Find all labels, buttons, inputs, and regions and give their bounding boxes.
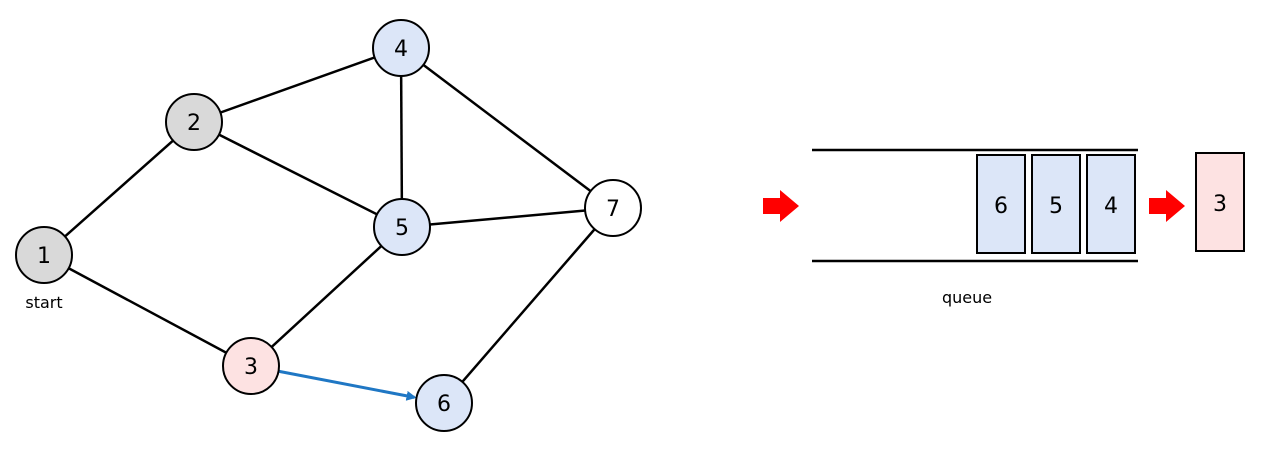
queue-item-label-4: 4 <box>1104 194 1118 219</box>
node-5: 5 <box>373 198 431 256</box>
node-circle-4 <box>372 19 430 77</box>
node-circle-1 <box>15 226 73 284</box>
node-label-5: 5 <box>395 216 409 241</box>
edge-2-5 <box>193 120 403 229</box>
node-circle-7 <box>584 179 642 237</box>
start-label: start <box>25 293 62 312</box>
edge-1-2 <box>43 121 195 256</box>
queue-item-label-5: 5 <box>1049 194 1063 219</box>
edge-1-3 <box>43 253 252 368</box>
node-label-4: 4 <box>394 37 408 62</box>
node-label-6: 6 <box>437 392 451 417</box>
node-7: 7 <box>584 179 642 237</box>
queue-item-label-6: 6 <box>994 194 1008 219</box>
enqueue-arrow-icon <box>763 190 799 222</box>
dequeued-item-box <box>1195 152 1245 252</box>
graph-edges <box>43 46 614 404</box>
node-circle-6 <box>415 374 473 432</box>
queue-structure: 6 5 4 3 queue <box>763 148 1245 307</box>
dequeue-arrow-icon <box>1149 190 1185 222</box>
node-2: 2 <box>165 93 223 151</box>
dequeued-item-label: 3 <box>1213 192 1227 217</box>
edge-6-7 <box>443 207 614 404</box>
node-circle-2 <box>165 93 223 151</box>
queue-item-box-6 <box>976 154 1026 254</box>
node-label-2: 2 <box>187 111 201 136</box>
queue-item-box-4 <box>1086 154 1136 254</box>
node-6: 6 <box>415 374 473 432</box>
node-1: 1 <box>15 226 73 284</box>
graph-nodes: 1 2 3 4 5 6 7 <box>15 19 642 432</box>
traversal-edge-3-to-6 <box>278 369 417 401</box>
node-circle-5 <box>373 198 431 256</box>
node-3: 3 <box>222 337 280 395</box>
node-label-3: 3 <box>244 355 258 380</box>
edge-5-7 <box>401 206 614 229</box>
edge-4-7 <box>400 47 614 209</box>
edge-4-5 <box>399 47 404 228</box>
node-label-7: 7 <box>606 197 620 222</box>
node-circle-3 <box>222 337 280 395</box>
edge-3-5 <box>250 226 403 367</box>
node-4: 4 <box>372 19 430 77</box>
queue-items: 6 5 4 <box>976 154 1136 254</box>
edge-2-4 <box>193 46 402 124</box>
node-label-1: 1 <box>37 244 51 269</box>
queue-label: queue <box>942 288 992 307</box>
queue-item-box-5 <box>1031 154 1081 254</box>
